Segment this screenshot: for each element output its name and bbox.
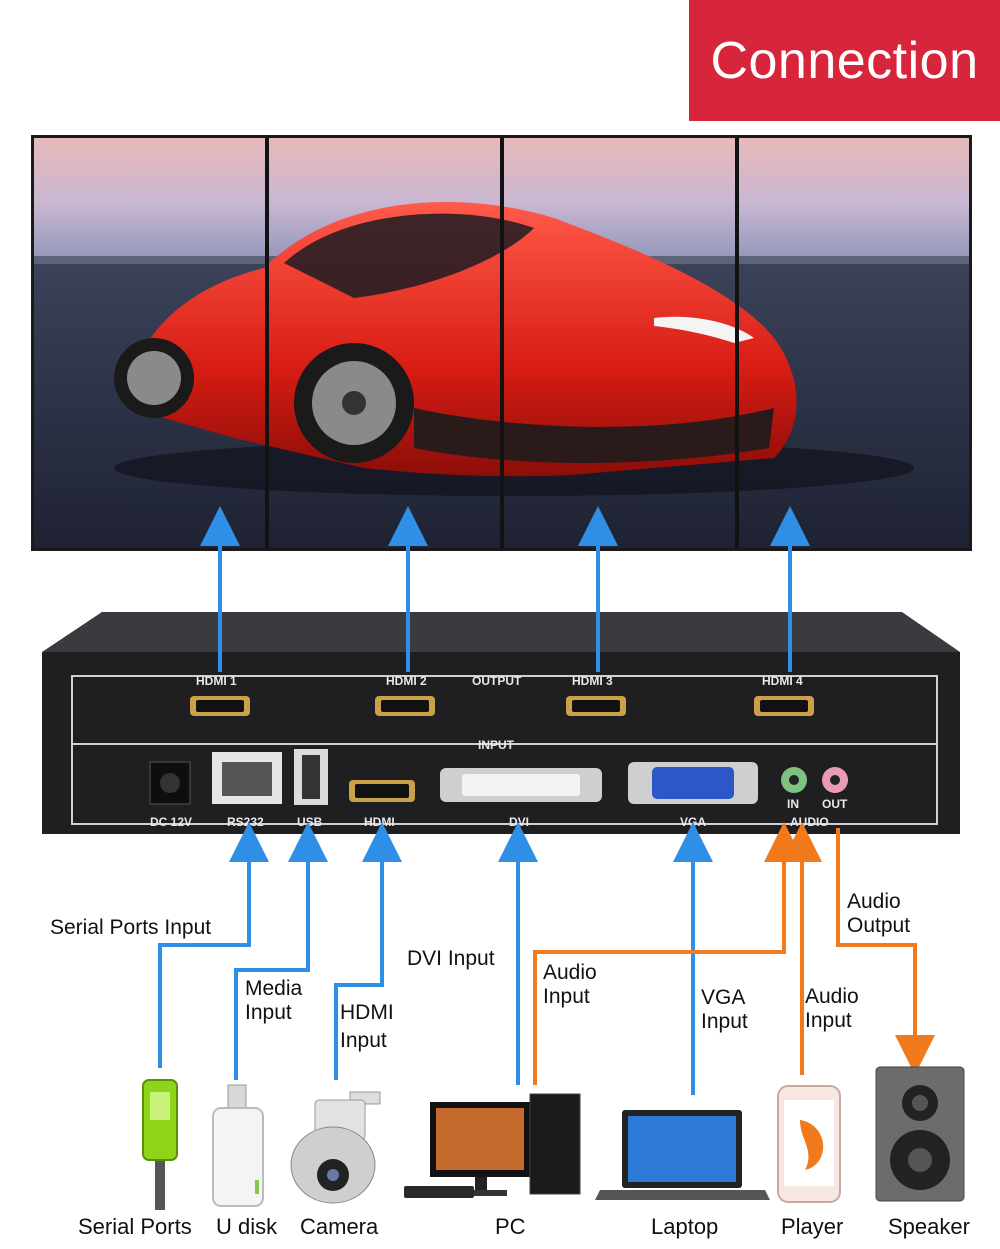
video-wall-image xyxy=(34,138,969,548)
port-label-hdmi-2: HDMI 2 xyxy=(386,674,427,688)
video-wall xyxy=(31,135,972,551)
video-wall-controller: HDMI 1 HDMI 2 OUTPUT HDMI 3 HDMI 4 INPUT… xyxy=(42,612,960,834)
laptop-icon xyxy=(595,1110,770,1200)
speaker-icon xyxy=(875,1066,965,1202)
device-label-camera: Camera xyxy=(300,1214,379,1239)
port-label-dc: DC 12V xyxy=(150,815,192,829)
arrow-pc-audio-input xyxy=(533,822,804,1085)
hdmi-out-port-4[interactable] xyxy=(754,696,814,716)
device-label-pc: PC xyxy=(495,1214,526,1239)
arrow-audio-output xyxy=(836,828,935,1075)
audio-in-jack[interactable] xyxy=(781,767,807,793)
hdmi-in-port[interactable] xyxy=(349,780,415,802)
device-label-u-disk: U disk xyxy=(216,1214,278,1239)
device-label-serial-ports: Serial Ports xyxy=(78,1214,192,1239)
hdmi-out-port-2[interactable] xyxy=(375,696,435,716)
input-section-label: INPUT xyxy=(478,738,515,752)
arrow-media-input xyxy=(234,822,328,1080)
port-label-hdmi-3: HDMI 3 xyxy=(572,674,613,688)
dc-power-port[interactable] xyxy=(149,761,191,805)
desktop-pc-icon xyxy=(404,1093,581,1198)
label-serial-input: Serial Ports Input xyxy=(50,916,212,939)
port-label-hdmi-4: HDMI 4 xyxy=(762,674,803,688)
dome-camera-icon xyxy=(290,1091,381,1204)
port-label-hdmi-1: HDMI 1 xyxy=(196,674,237,688)
audio-out-jack[interactable] xyxy=(822,767,848,793)
port-label-audio-in: IN xyxy=(787,797,799,811)
phone-player-icon xyxy=(777,1085,841,1203)
device-label-speaker: Speaker xyxy=(888,1214,970,1239)
title-banner: Connection xyxy=(689,0,1000,121)
port-label-audio-out: OUT xyxy=(822,797,848,811)
vga-port[interactable] xyxy=(628,762,758,804)
hdmi-out-port-1[interactable] xyxy=(190,696,250,716)
device-icons xyxy=(142,1066,965,1210)
usb-stick-icon xyxy=(212,1084,264,1207)
dvi-port[interactable] xyxy=(440,768,602,802)
usb-port[interactable] xyxy=(294,749,328,805)
device-label-laptop: Laptop xyxy=(651,1214,719,1239)
arrow-hdmi-input xyxy=(334,822,402,1080)
hdmi-out-port-3[interactable] xyxy=(566,696,626,716)
ethernet-cable-icon xyxy=(142,1079,178,1210)
rs232-port[interactable] xyxy=(212,752,282,804)
device-label-player: Player xyxy=(781,1214,844,1239)
arrow-serial-input xyxy=(158,822,269,1068)
output-section-label: OUTPUT xyxy=(472,674,522,688)
label-dvi-input: DVI Input xyxy=(407,947,495,970)
banner-title: Connection xyxy=(710,31,979,90)
